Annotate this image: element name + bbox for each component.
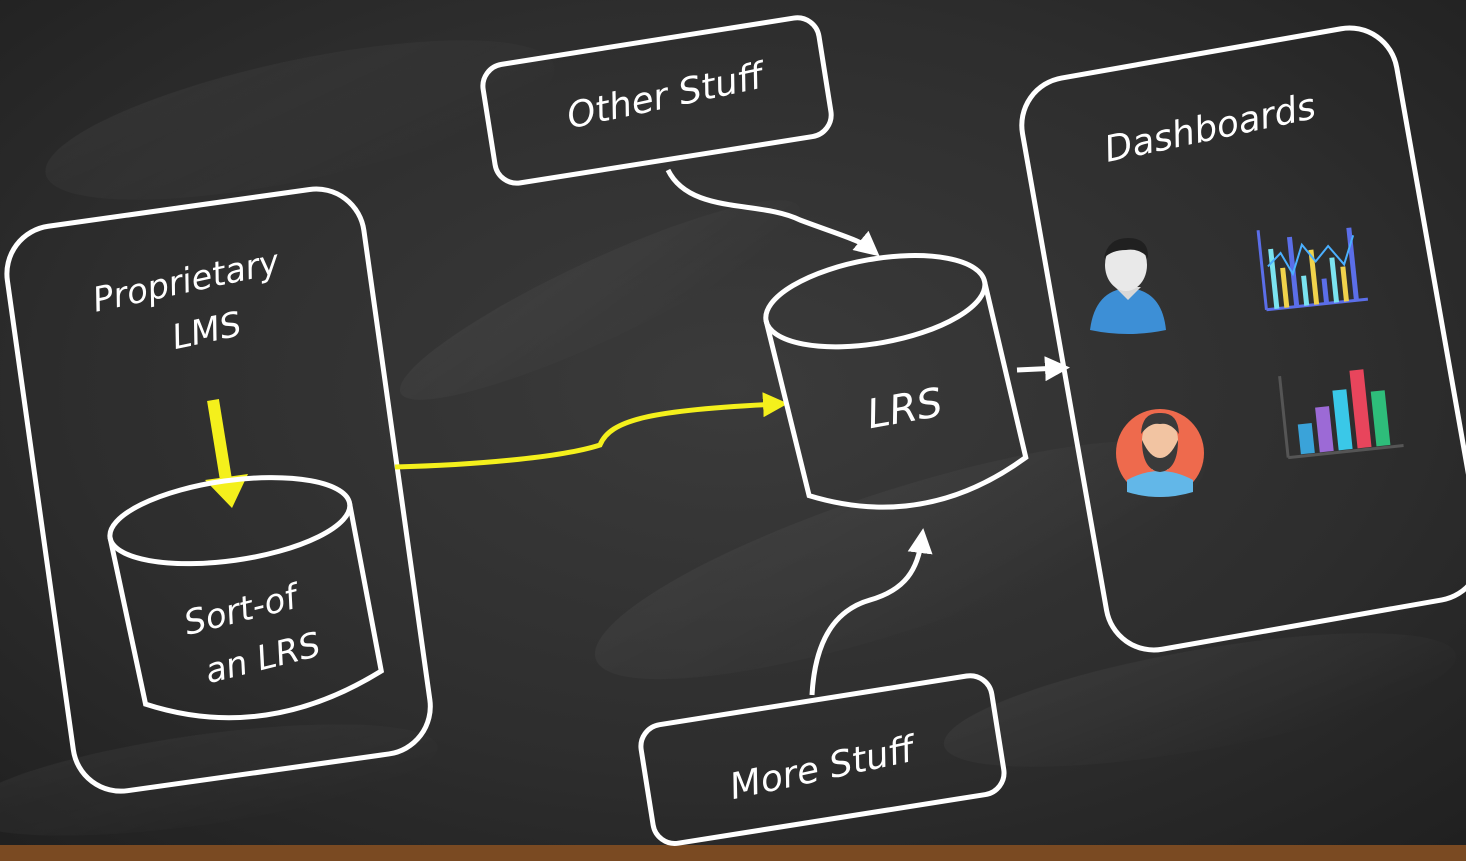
avatar-icon [1116, 409, 1204, 497]
line-chart-icon [1256, 227, 1369, 312]
sortof-lrs-cylinder [107, 475, 385, 721]
person-icon [1090, 238, 1166, 334]
chalk-smudges [0, 40, 1457, 836]
more-stuff-box [638, 673, 1007, 846]
dashboards-container [1019, 25, 1466, 653]
other-stuff-arrow [665, 168, 880, 257]
lrs-cylinder [763, 253, 1029, 510]
bar-chart-icon [1278, 369, 1404, 460]
other-stuff-box [480, 15, 834, 186]
more-stuff-arrow [809, 528, 933, 696]
lrs-to-dashboards-arrow [1016, 356, 1070, 382]
board-frame [0, 845, 1466, 861]
yellow-connector-arrow [394, 392, 788, 470]
